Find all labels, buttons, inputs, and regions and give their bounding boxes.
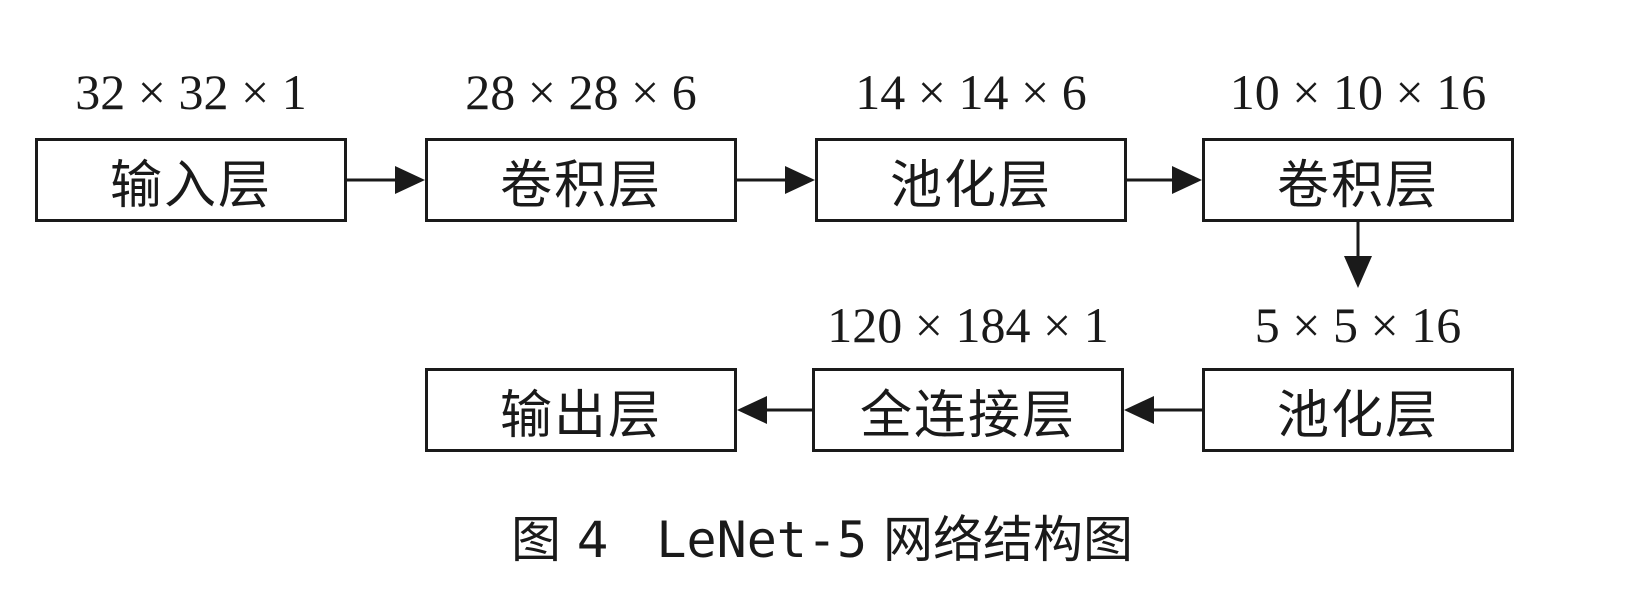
dims-conv-layer-1: 28 × 28 × 6 bbox=[465, 64, 697, 120]
caption-figure-number: 图 4 bbox=[510, 511, 609, 569]
dims-input-layer: 32 × 32 × 1 bbox=[75, 64, 307, 120]
node-output-layer: 输出层 bbox=[425, 368, 737, 452]
node-conv-layer-1: 卷积层 bbox=[425, 138, 737, 222]
figure-caption: 图 4 LeNet-5 网络结构图 bbox=[0, 505, 1644, 575]
dims-pool-layer-2: 5 × 5 × 16 bbox=[1254, 297, 1462, 353]
dims-pool-layer-1: 14 × 14 × 6 bbox=[855, 64, 1087, 120]
arrow-pool1-to-conv2 bbox=[1127, 166, 1202, 194]
node-pool-layer-2: 池化层 bbox=[1202, 368, 1514, 452]
arrow-input-to-conv1 bbox=[347, 166, 425, 194]
node-fc-layer: 全连接层 bbox=[812, 368, 1124, 452]
arrow-conv2-to-pool2 bbox=[1344, 222, 1372, 288]
node-pool-layer-1: 池化层 bbox=[815, 138, 1127, 222]
node-conv-layer-2: 卷积层 bbox=[1202, 138, 1514, 222]
caption-model-name: LeNet-5 bbox=[656, 511, 868, 569]
dims-conv-layer-2: 10 × 10 × 16 bbox=[1229, 64, 1487, 120]
arrow-conv1-to-pool1 bbox=[737, 166, 815, 194]
caption-title: 网络结构图 bbox=[883, 511, 1134, 569]
node-input-layer: 输入层 bbox=[35, 138, 347, 222]
arrow-pool2-to-fc bbox=[1124, 396, 1202, 424]
arrow-fc-to-output bbox=[737, 396, 812, 424]
dims-fc-layer: 120 × 184 × 1 bbox=[827, 297, 1109, 353]
